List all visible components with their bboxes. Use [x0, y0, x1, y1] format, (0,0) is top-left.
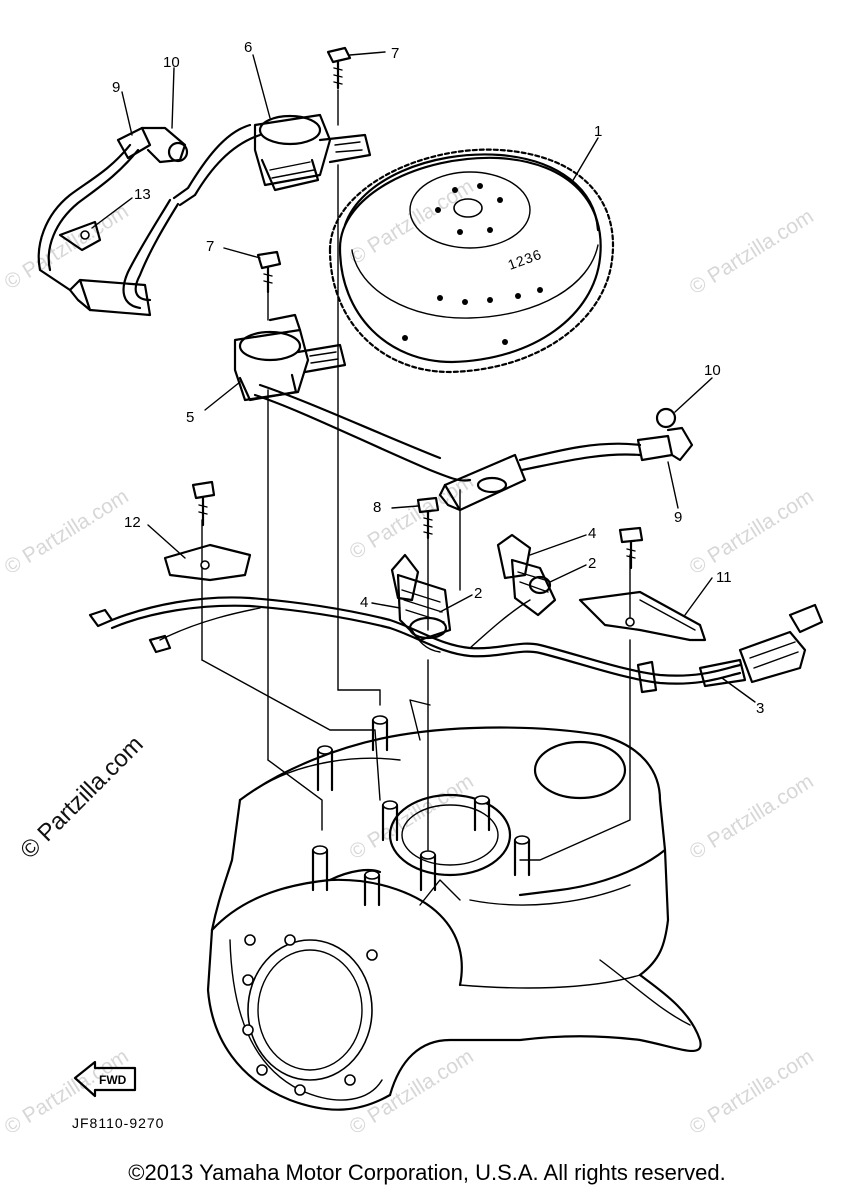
mounting-bosses — [311, 715, 531, 907]
watermark: © Partzilla.com — [345, 470, 477, 564]
callout-13: 13 — [134, 186, 151, 203]
callout-6: 6 — [244, 39, 252, 56]
callout-2: 2 — [588, 555, 596, 572]
flywheel-part-mark: 1236 — [506, 246, 545, 273]
fwd-label: FWD — [99, 1073, 127, 1087]
ignition-coil-upper — [172, 113, 372, 207]
callout-10: 10 — [704, 362, 721, 379]
bolt-upper — [326, 46, 352, 90]
callout-10: 10 — [163, 54, 180, 71]
lead-clamp — [58, 220, 102, 252]
callout-2: 2 — [474, 585, 482, 602]
watermark: © Partzilla.com — [685, 770, 817, 864]
callout-9: 9 — [112, 79, 120, 96]
callout-8: 8 — [373, 499, 381, 516]
watermark-bold: © Partzilla.com — [15, 731, 148, 864]
callout-7: 7 — [206, 238, 214, 255]
wiring-harness — [88, 596, 824, 694]
copyright-notice: ©2013 Yamaha Motor Corporation, U.S.A. A… — [128, 1160, 726, 1185]
cylinder-bore — [247, 939, 373, 1081]
ignition-coil-lower — [233, 313, 694, 512]
callout-9: 9 — [674, 509, 682, 526]
watermark: © Partzilla.com — [345, 1045, 477, 1139]
callout-11: 11 — [716, 569, 732, 586]
bracket-left — [163, 480, 252, 582]
pulser-coil-left — [390, 553, 452, 642]
pulser-coil-right — [496, 533, 557, 617]
crankcase-opening — [388, 793, 512, 877]
callout-7: 7 — [391, 45, 399, 62]
bracket-right — [578, 526, 707, 642]
watermark-layer: © Partzilla.com © Partzilla.com © Partzi… — [0, 175, 817, 1139]
engine-crankcase — [206, 699, 702, 1111]
drawing-code: JF8110-9270 — [72, 1115, 164, 1131]
watermark: © Partzilla.com — [685, 205, 817, 299]
callout-5: 5 — [186, 409, 194, 426]
callout-12: 12 — [124, 514, 141, 531]
watermark: © Partzilla.com — [685, 1045, 817, 1139]
screw-pulser — [416, 496, 440, 540]
callout-4: 4 — [588, 525, 596, 542]
callout-1: 1 — [594, 123, 602, 140]
fwd-arrow: FWD — [73, 1060, 137, 1098]
watermark: © Partzilla.com — [0, 485, 132, 579]
callout-4: 4 — [360, 594, 368, 611]
callout-3: 3 — [756, 700, 764, 717]
callout-leaders — [91, 51, 756, 703]
callout-labels: 1 6 7 7 9 10 13 5 10 9 8 12 4 2 2 4 11 3 — [112, 39, 764, 717]
bolt-middle — [256, 250, 282, 294]
ht-lead-upper — [37, 126, 189, 317]
watermark: © Partzilla.com — [685, 485, 817, 579]
flywheel-rotor: 1236 — [328, 148, 615, 374]
